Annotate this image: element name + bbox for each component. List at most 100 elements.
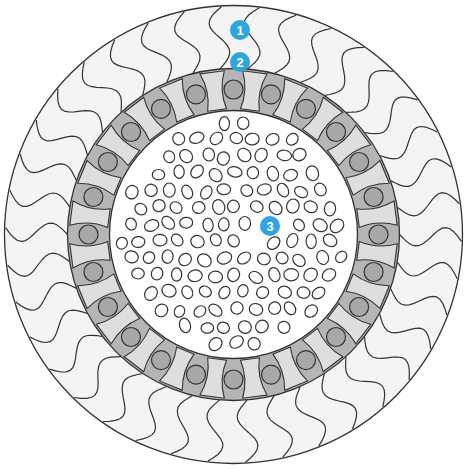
core-particle xyxy=(124,216,138,231)
core-particle xyxy=(256,182,273,196)
callout-badge: 3 xyxy=(260,216,280,236)
core-particle xyxy=(253,318,271,336)
tail-line xyxy=(50,335,103,372)
tail-line xyxy=(136,387,167,441)
core-particle xyxy=(211,198,227,216)
core-particle xyxy=(275,181,291,199)
core-particle xyxy=(324,201,336,216)
tail-line xyxy=(324,48,364,96)
core-particle xyxy=(174,165,185,179)
head-circle xyxy=(350,298,369,317)
tail-line xyxy=(10,190,70,207)
core-particle xyxy=(293,184,310,200)
callout-number: 2 xyxy=(236,56,243,69)
head-circle xyxy=(84,263,103,282)
head-circle xyxy=(79,225,98,244)
core-particle xyxy=(217,284,233,300)
core-particle xyxy=(226,233,242,249)
core-particle xyxy=(282,300,298,317)
tail-line xyxy=(400,228,462,246)
head-circle xyxy=(262,365,281,384)
core-particle xyxy=(208,130,226,147)
core-particle xyxy=(192,303,208,319)
core-particle xyxy=(172,304,186,319)
core-particle xyxy=(228,300,245,317)
head-circle xyxy=(122,123,141,142)
core-particle xyxy=(237,117,249,130)
tail-line xyxy=(267,395,292,457)
core-particle xyxy=(153,301,171,319)
core-particle xyxy=(310,285,327,302)
tail-lines xyxy=(6,7,462,462)
core-particle xyxy=(276,284,293,300)
tail-line xyxy=(300,29,331,83)
core-particle xyxy=(255,285,271,301)
core-particle xyxy=(176,251,194,268)
head-circle xyxy=(297,99,316,118)
head-circle xyxy=(262,85,281,104)
core-particle xyxy=(227,165,243,178)
core-particle xyxy=(248,199,265,215)
core-particle xyxy=(115,236,129,251)
core-particle xyxy=(206,302,224,319)
core-particle xyxy=(124,250,140,264)
head-circle xyxy=(98,153,117,172)
head-circle xyxy=(369,225,388,244)
tail-line xyxy=(209,7,230,69)
core-particle xyxy=(144,183,158,197)
tail-line xyxy=(30,310,88,342)
head-spacer xyxy=(70,242,110,269)
tail-line xyxy=(274,15,296,73)
head-spacer xyxy=(241,358,268,398)
core-particle xyxy=(265,234,282,252)
tail-line xyxy=(237,400,258,462)
core-particle xyxy=(217,183,231,195)
head-ring xyxy=(68,69,400,401)
callout-number: 1 xyxy=(236,24,243,37)
core-particle xyxy=(153,234,167,246)
core-particle xyxy=(236,283,249,298)
core-particle xyxy=(277,149,293,161)
core-particle xyxy=(246,166,259,180)
core-particle xyxy=(246,335,263,352)
core-particle xyxy=(306,234,316,249)
core-particle xyxy=(208,271,223,283)
core-particle xyxy=(151,198,167,214)
core-particle xyxy=(235,146,254,165)
core-particle xyxy=(305,164,321,182)
callout-number: 3 xyxy=(266,220,273,233)
core-particle xyxy=(216,320,231,335)
core-particle xyxy=(226,267,241,283)
tail-line xyxy=(20,154,76,181)
tail-line xyxy=(391,159,452,187)
callout-badge: 2 xyxy=(230,52,250,72)
head-circle xyxy=(152,99,171,118)
tail-line xyxy=(380,314,431,350)
tail-line xyxy=(6,223,68,241)
core-particle xyxy=(206,335,224,353)
core-particle xyxy=(276,319,293,336)
core-particle xyxy=(216,150,231,166)
core-particle xyxy=(219,117,229,131)
core-particle xyxy=(191,200,207,215)
core-particle xyxy=(248,302,264,317)
head-circle xyxy=(152,351,171,370)
tail-line xyxy=(36,120,87,156)
core-particle xyxy=(266,300,283,317)
core-particle xyxy=(159,214,177,232)
core-particle xyxy=(161,249,174,264)
core-particle xyxy=(226,199,241,214)
tail-line xyxy=(171,395,193,453)
core-particle xyxy=(239,216,251,230)
tail-line xyxy=(110,40,144,96)
core-particle xyxy=(180,284,195,300)
head-spacer xyxy=(200,71,227,111)
tail-line xyxy=(8,253,70,276)
core-particle xyxy=(178,317,193,334)
tail-line xyxy=(175,12,200,74)
core-particle xyxy=(239,183,255,199)
core-particle xyxy=(267,266,282,283)
core-particle xyxy=(195,251,214,270)
core-particle xyxy=(188,130,206,145)
